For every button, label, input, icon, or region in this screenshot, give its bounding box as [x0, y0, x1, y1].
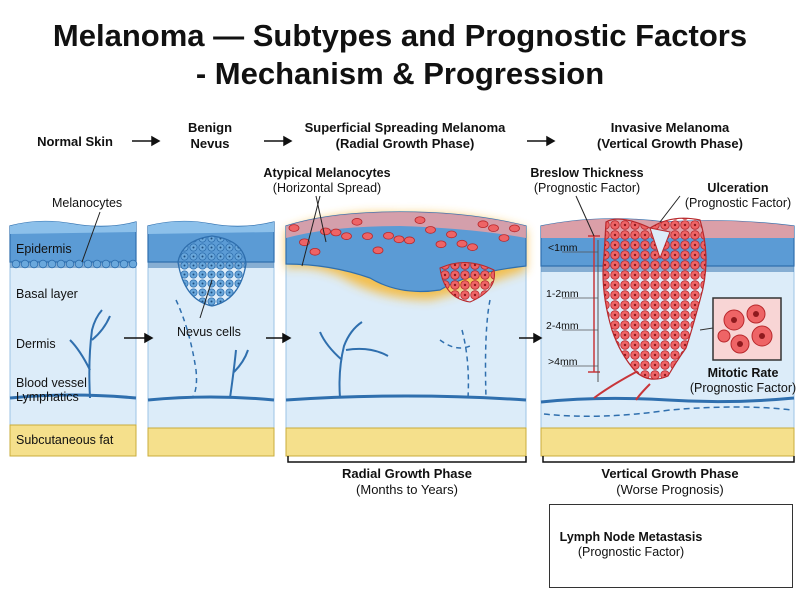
label-ulceration: Ulceration (Prognostic Factor) — [684, 181, 792, 210]
page-title: Melanoma — Subtypes and Prognostic Facto… — [52, 18, 748, 53]
melanocyte-cell — [47, 259, 57, 269]
atypical-cell — [309, 247, 321, 256]
lymph-node-box — [549, 504, 793, 588]
phase-brackets — [287, 456, 795, 463]
atypical-cell — [488, 224, 499, 232]
label-epidermis: Epidermis — [16, 242, 72, 256]
melanocyte-cell — [119, 259, 129, 269]
label-nevus-cells: Nevus cells — [177, 325, 241, 339]
panel-superficial-spreading — [285, 211, 527, 457]
panel-normal-skin — [9, 220, 138, 457]
atypical-cell — [477, 220, 489, 229]
melanocyte-cell — [92, 259, 102, 269]
atypical-cell — [498, 234, 510, 242]
label-breslow: Breslow Thickness (Prognostic Factor) — [530, 166, 644, 195]
melanocyte-cell — [56, 259, 66, 269]
atypical-melanocytes — [288, 216, 520, 256]
atypical-cell — [288, 224, 300, 232]
leader-lines — [81, 195, 681, 319]
atypical-cell — [393, 235, 405, 244]
panel-arrows — [124, 332, 543, 344]
atypical-cell — [372, 246, 384, 255]
invasive-tumor — [602, 217, 707, 380]
melanocyte-cell — [11, 259, 21, 269]
melanocyte-cell — [128, 259, 138, 269]
stage-normal-skin: Normal Skin — [37, 134, 113, 149]
label-dermis: Dermis — [16, 337, 56, 351]
ulceration-notch — [649, 227, 671, 260]
melanocyte-cell — [65, 259, 75, 269]
label-melanocytes: Melanocytes — [52, 196, 123, 210]
label-subcutaneous-fat: Subcutaneous fat — [16, 433, 114, 447]
stage-ssm: Superficial Spreading Melanoma(Radial Gr… — [304, 120, 506, 151]
melanocyte-cell — [110, 259, 120, 269]
label-blood-vessel: Blood vessel — [16, 376, 87, 390]
label-mitotic-rate: Mitotic Rate (Prognostic Factor) — [689, 366, 797, 395]
label-basal-layer: Basal layer — [16, 287, 78, 301]
depth-2-4: 2-4mm — [546, 320, 579, 332]
panel-invasive — [540, 217, 795, 457]
atypical-cell — [414, 216, 426, 224]
atypical-cell — [404, 236, 415, 245]
atypical-cell — [383, 231, 394, 240]
atypical-cell — [425, 226, 436, 234]
melanocyte-cell — [83, 259, 93, 269]
depth-1-2: 1-2mm — [546, 288, 579, 300]
atypical-cell — [509, 224, 520, 233]
stage-arrows — [132, 135, 556, 147]
atypical-cell — [299, 238, 310, 247]
atypical-cell — [330, 228, 342, 237]
depth-lt1: <1mm — [548, 242, 578, 254]
atypical-cell — [362, 232, 373, 240]
melanocyte-cell — [101, 259, 111, 269]
panel-benign-nevus — [147, 220, 275, 457]
stage-invasive: Invasive Melanoma(Vertical Growth Phase) — [597, 120, 743, 151]
atypical-cell — [351, 218, 363, 226]
phase-radial: Radial Growth Phase (Months to Years) — [341, 466, 473, 497]
melanocyte-cell — [38, 259, 48, 269]
phase-vertical: Vertical Growth Phase (Worse Prognosis) — [601, 466, 739, 497]
atypical-cell — [456, 239, 468, 248]
atypical-cell — [446, 230, 457, 239]
atypical-cell — [320, 227, 331, 236]
page-subtitle: - Mechanism & Progression — [195, 56, 605, 91]
mitotic-cells — [717, 304, 773, 354]
melanocyte-cell — [29, 259, 39, 269]
atypical-cell — [467, 243, 478, 251]
label-lymphatics: Lymphatics — [16, 390, 79, 404]
atypical-cell — [435, 240, 447, 249]
melanocyte-cell — [20, 259, 30, 269]
label-atypical-melanocytes: Atypical Melanocytes (Horizontal Spread) — [263, 166, 391, 195]
mitotic-inset — [712, 297, 782, 361]
atypical-cell — [341, 232, 352, 240]
melanocyte-cell — [74, 259, 84, 269]
label-lymph-node: Lymph Node Metastasis (Prognostic Factor… — [559, 530, 703, 559]
depth-gt4: >4mm — [548, 356, 578, 368]
nevus-cluster — [177, 235, 247, 307]
